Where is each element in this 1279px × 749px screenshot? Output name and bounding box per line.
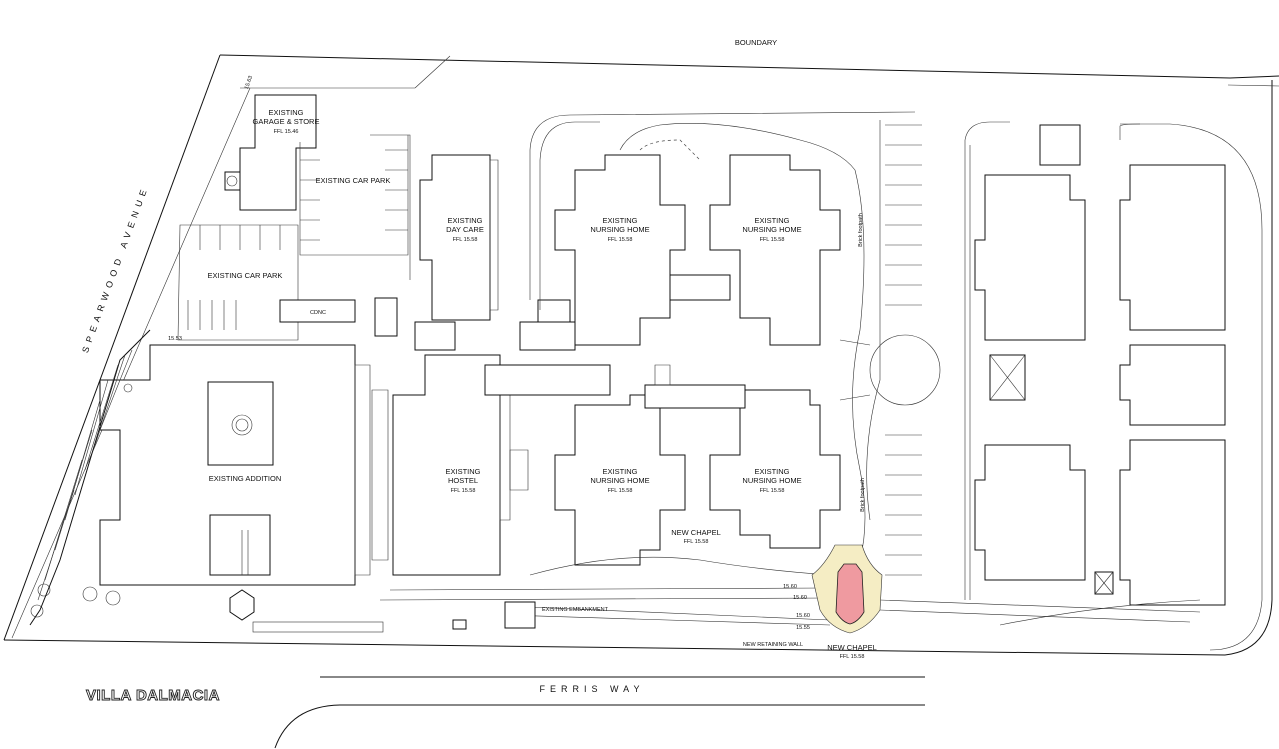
nursing-se-label-3: FFL 15.58 [760, 488, 785, 494]
cdnc-label: CDNC [310, 310, 326, 316]
new-chapel-top-label-2: FFL 15.58 [684, 539, 709, 545]
hostel-building [354, 354, 529, 576]
south-embankment [252, 587, 1201, 633]
spearwood-embankment-hatch [29, 329, 151, 626]
addition-label: EXISTING ADDITION [209, 474, 282, 483]
embankment-label: EXISTING EMBANKMENT [542, 607, 609, 613]
garage-label-1: EXISTING [268, 108, 303, 117]
nursing-nw-label-2: NURSING HOME [590, 225, 649, 234]
nursing-se-label-1: EXISTING [754, 467, 789, 476]
footpath-label-2: Brick footpath [860, 478, 866, 512]
nursing-ne-label-2: NURSING HOME [742, 225, 801, 234]
spearwood-avenue-label: SPEARWOOD AVENUE [80, 184, 150, 354]
garage-label-2: GARAGE & STORE [253, 117, 320, 126]
hostel-label-3: FFL 15.58 [451, 488, 476, 494]
rl-b-label: 15.60 [793, 595, 807, 601]
hostel-label-2: HOSTEL [448, 476, 478, 485]
building-links [484, 299, 611, 396]
new-chapel-bottom-label-1: NEW CHAPEL [827, 643, 877, 652]
rl-1563-label: 15.63 [244, 75, 254, 90]
nursing-nw-label-3: FFL 15.58 [608, 237, 633, 243]
day-care-building [374, 154, 499, 351]
boundary-label: BOUNDARY [735, 38, 777, 47]
day-care-label-1: EXISTING [447, 216, 482, 225]
car-park-left [177, 224, 356, 341]
garage-store-building [224, 94, 317, 211]
courtyard-paths [529, 111, 941, 576]
retaining-wall-label: NEW RETAINING WALL [743, 642, 803, 648]
nursing-ne-label-1: EXISTING [754, 216, 789, 225]
nursing-nw-label-1: EXISTING [602, 216, 637, 225]
day-care-label-2: DAY CARE [446, 225, 484, 234]
existing-addition-building [30, 344, 356, 621]
new-chapel-top-label-1: NEW CHAPEL [671, 528, 721, 537]
footpath-label-1: Brick footpath [858, 213, 864, 247]
ferris-way-road [274, 676, 925, 749]
rl-1553-label: 15.53 [168, 336, 182, 342]
garage-label-3: FFL 15.46 [274, 129, 299, 135]
hostel-label-1: EXISTING [445, 467, 480, 476]
nursing-sw-label-3: FFL 15.58 [608, 488, 633, 494]
car-park-top [299, 134, 411, 280]
nursing-home-link-north [669, 274, 731, 301]
car-park-top-label: EXISTING CAR PARK [316, 176, 391, 185]
car-park-left-label: EXISTING CAR PARK [208, 271, 283, 280]
drawing-title: VILLA DALMACIA [86, 687, 220, 704]
nursing-home-link-south [644, 364, 746, 409]
nursing-sw-label-1: EXISTING [602, 467, 637, 476]
nursing-home-ne [709, 154, 841, 346]
rl-d-label: 15.55 [796, 625, 810, 631]
nursing-ne-label-3: FFL 15.58 [760, 237, 785, 243]
nursing-home-se [709, 389, 841, 549]
nursing-sw-label-2: NURSING HOME [590, 476, 649, 485]
rl-a-label: 15.60 [783, 584, 797, 590]
ferris-way-label: FERRIS WAY [539, 684, 644, 694]
rl-c-label: 15.60 [796, 613, 810, 619]
nursing-home-nw [554, 154, 686, 346]
new-chapel-building [835, 563, 865, 625]
car-park-east [885, 124, 922, 576]
site-boundary [3, 54, 1279, 656]
nursing-se-label-2: NURSING HOME [742, 476, 801, 485]
new-chapel-bottom-label-2: FFL 15.58 [840, 654, 865, 660]
day-care-label-3: FFL 15.58 [453, 237, 478, 243]
east-residential-blocks [964, 121, 1226, 606]
